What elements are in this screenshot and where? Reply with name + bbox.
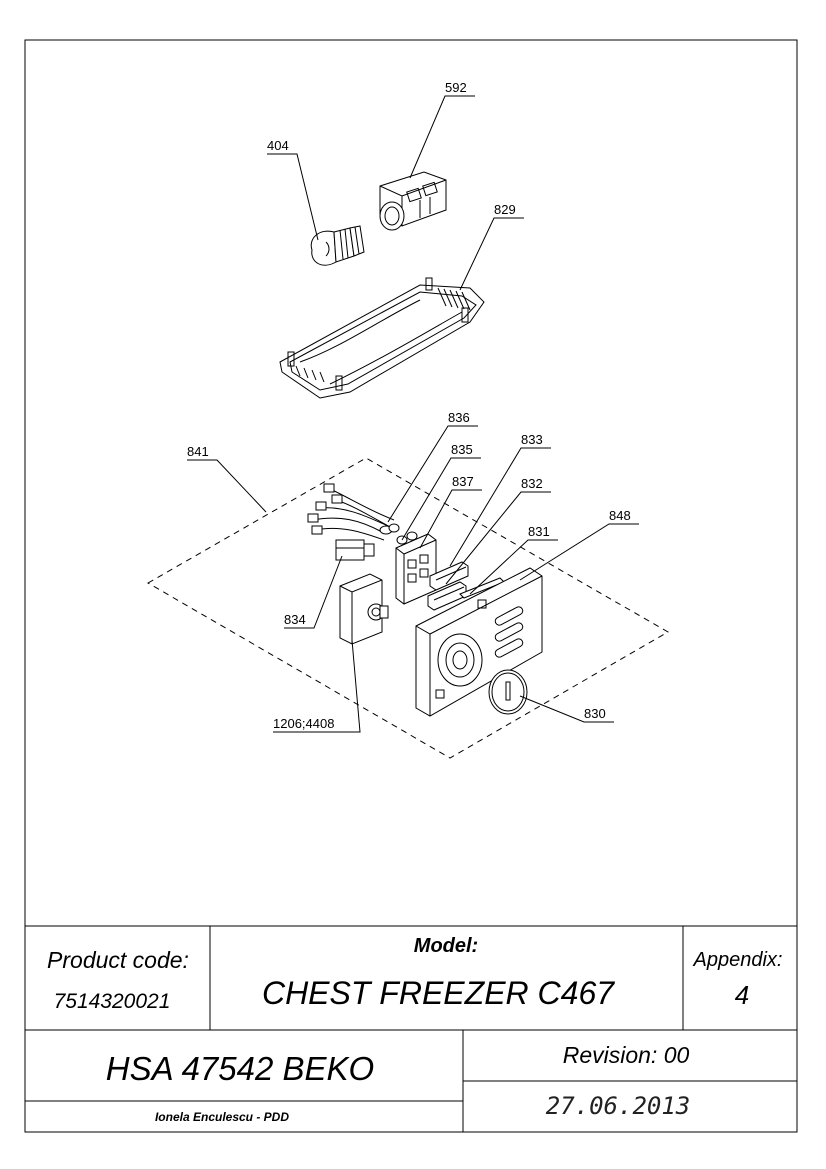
leader-835 bbox=[401, 457, 481, 541]
callout-831: 831 bbox=[528, 524, 550, 539]
part-848-control-panel bbox=[415, 567, 543, 717]
part-1206-thermostat bbox=[339, 573, 389, 645]
leader-834 bbox=[284, 555, 343, 629]
revision: Revision: 00 bbox=[563, 1042, 690, 1068]
product-code-value: 7514320021 bbox=[54, 990, 171, 1013]
product-code-label: Product code: bbox=[47, 947, 189, 973]
leader-830 bbox=[519, 695, 614, 723]
title-block bbox=[25, 925, 797, 1132]
callout-592: 592 bbox=[445, 80, 467, 95]
leader-841 bbox=[187, 459, 267, 513]
callout-836: 836 bbox=[448, 410, 470, 425]
callout-832: 832 bbox=[521, 476, 543, 491]
appendix-label: Appendix: bbox=[693, 949, 783, 971]
leader-1206 bbox=[273, 639, 361, 733]
callout-841: 841 bbox=[187, 444, 209, 459]
part-837-terminal-block bbox=[395, 533, 437, 605]
sheet-border bbox=[24, 39, 798, 1133]
leader-832 bbox=[445, 491, 551, 585]
leader-837 bbox=[419, 489, 482, 549]
leader-833 bbox=[449, 447, 551, 567]
callout-833: 833 bbox=[521, 432, 543, 447]
model-label: Model: bbox=[414, 935, 478, 957]
callout-1206: 1206;4408 bbox=[273, 716, 334, 731]
model-value: CHEST FREEZER C467 bbox=[262, 975, 615, 1011]
part-834-wiring-harness bbox=[307, 483, 418, 561]
part-830-knob bbox=[488, 669, 528, 715]
leader-404 bbox=[267, 153, 319, 241]
callout-835: 835 bbox=[451, 442, 473, 457]
assembly-841-outline bbox=[146, 457, 670, 759]
callout-404: 404 bbox=[267, 138, 289, 153]
leader-848 bbox=[519, 523, 639, 581]
leader-829 bbox=[459, 217, 524, 291]
callout-830: 830 bbox=[584, 706, 606, 721]
appendix-value: 4 bbox=[735, 980, 749, 1010]
leader-831 bbox=[469, 539, 558, 595]
date: 27.06.2013 bbox=[546, 1092, 691, 1120]
leader-836 bbox=[387, 425, 478, 523]
callout-829: 829 bbox=[494, 202, 516, 217]
part-592-lamp-holder bbox=[379, 171, 447, 231]
drawing-name: HSA 47542 BEKO bbox=[106, 1050, 374, 1087]
part-404-bulb bbox=[310, 225, 365, 266]
callout-834: 834 bbox=[284, 612, 306, 627]
callout-837: 837 bbox=[452, 474, 474, 489]
callout-848: 848 bbox=[609, 508, 631, 523]
leader-592 bbox=[409, 95, 475, 179]
part-829-lamp-cover bbox=[279, 277, 485, 399]
author: Ionela Enculescu - PDD bbox=[155, 1110, 289, 1124]
